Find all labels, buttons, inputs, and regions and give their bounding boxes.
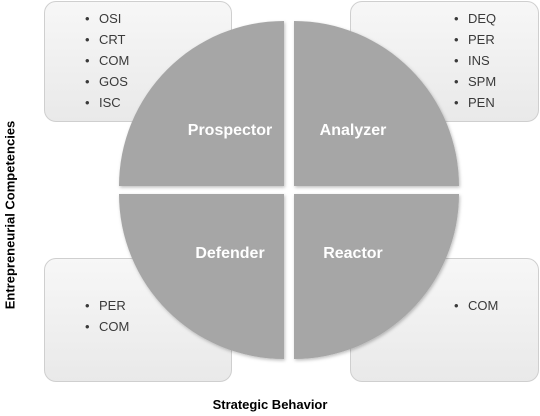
analyzer-competency-list: •DEQ •PER •INS •SPM •PEN bbox=[454, 8, 496, 113]
defender-competency-list: •PER •COM bbox=[85, 295, 129, 337]
list-item: •DEQ bbox=[454, 11, 497, 26]
list-item: •SPM bbox=[454, 74, 497, 89]
prospector-competency-list: •OSI •CRT •COM •GOS •ISC bbox=[85, 8, 129, 113]
prospector-label: Prospector bbox=[188, 122, 272, 139]
quadrant-analyzer bbox=[294, 21, 459, 186]
reactor-competency-list: •COM bbox=[454, 295, 498, 316]
list-item: •COM bbox=[85, 53, 130, 68]
analyzer-label: Analyzer bbox=[320, 122, 387, 139]
list-item: •GOS bbox=[85, 74, 128, 89]
list-item: •ISC bbox=[85, 95, 121, 110]
quadrant-prospector bbox=[119, 21, 284, 186]
list-item: •COM bbox=[85, 319, 130, 334]
quadrant-reactor bbox=[294, 194, 459, 359]
x-axis-label: Strategic Behavior bbox=[212, 397, 328, 412]
list-item: •PEN bbox=[454, 95, 495, 110]
list-item: •PER bbox=[454, 32, 495, 47]
defender-label: Defender bbox=[195, 245, 264, 262]
list-item: •OSI bbox=[85, 11, 122, 26]
reactor-label: Reactor bbox=[323, 245, 383, 262]
list-item: •CRT bbox=[85, 32, 126, 47]
list-item: •PER bbox=[85, 298, 126, 313]
list-item: •INS bbox=[454, 53, 490, 68]
quadrant-defender bbox=[119, 194, 284, 359]
y-axis-label: Entrepreneurial Competencies bbox=[2, 120, 18, 310]
list-item: •COM bbox=[454, 298, 499, 313]
